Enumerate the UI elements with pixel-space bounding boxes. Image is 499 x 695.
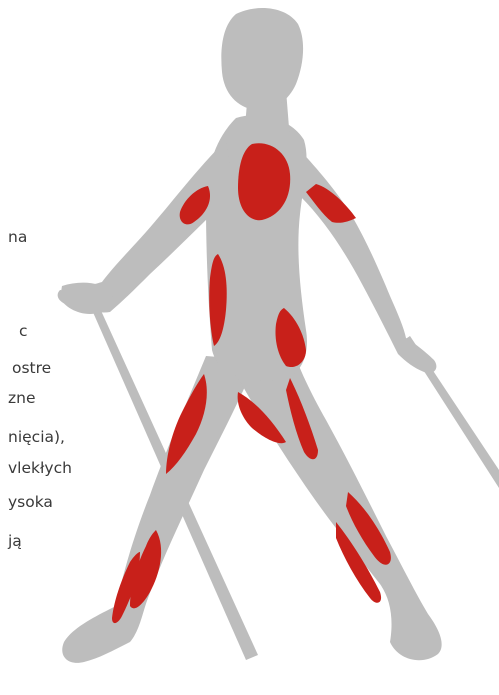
back-leg xyxy=(62,356,256,663)
front-arm xyxy=(300,150,436,373)
front-leg xyxy=(228,340,442,660)
rear-hand xyxy=(60,283,112,314)
head xyxy=(221,8,303,110)
